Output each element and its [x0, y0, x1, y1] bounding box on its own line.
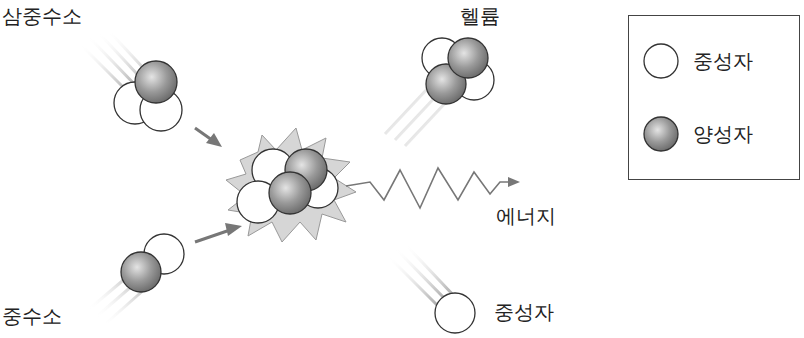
legend-samples — [629, 16, 801, 181]
neutron-particle — [435, 293, 475, 333]
legend-text: 중성자 — [693, 49, 753, 73]
deuterium-nucleus — [121, 234, 184, 292]
helium-nucleus — [422, 38, 494, 104]
neutron-sample — [644, 44, 678, 78]
particle-label: 중성자 — [494, 300, 554, 324]
fused-nucleus — [237, 149, 338, 223]
legend-box: 중성자양성자 — [628, 15, 800, 180]
energy-label: 에너지 — [496, 204, 556, 228]
particle-label: 삼중수소 — [2, 4, 82, 28]
energy-wave — [346, 168, 520, 208]
legend-text: 양성자 — [693, 122, 753, 146]
collision-burst — [226, 128, 356, 242]
particle-label: 헬륨 — [460, 4, 500, 28]
proton-sample — [644, 117, 678, 151]
tritium-nucleus — [114, 61, 182, 131]
particle-label: 중수소 — [2, 304, 62, 328]
